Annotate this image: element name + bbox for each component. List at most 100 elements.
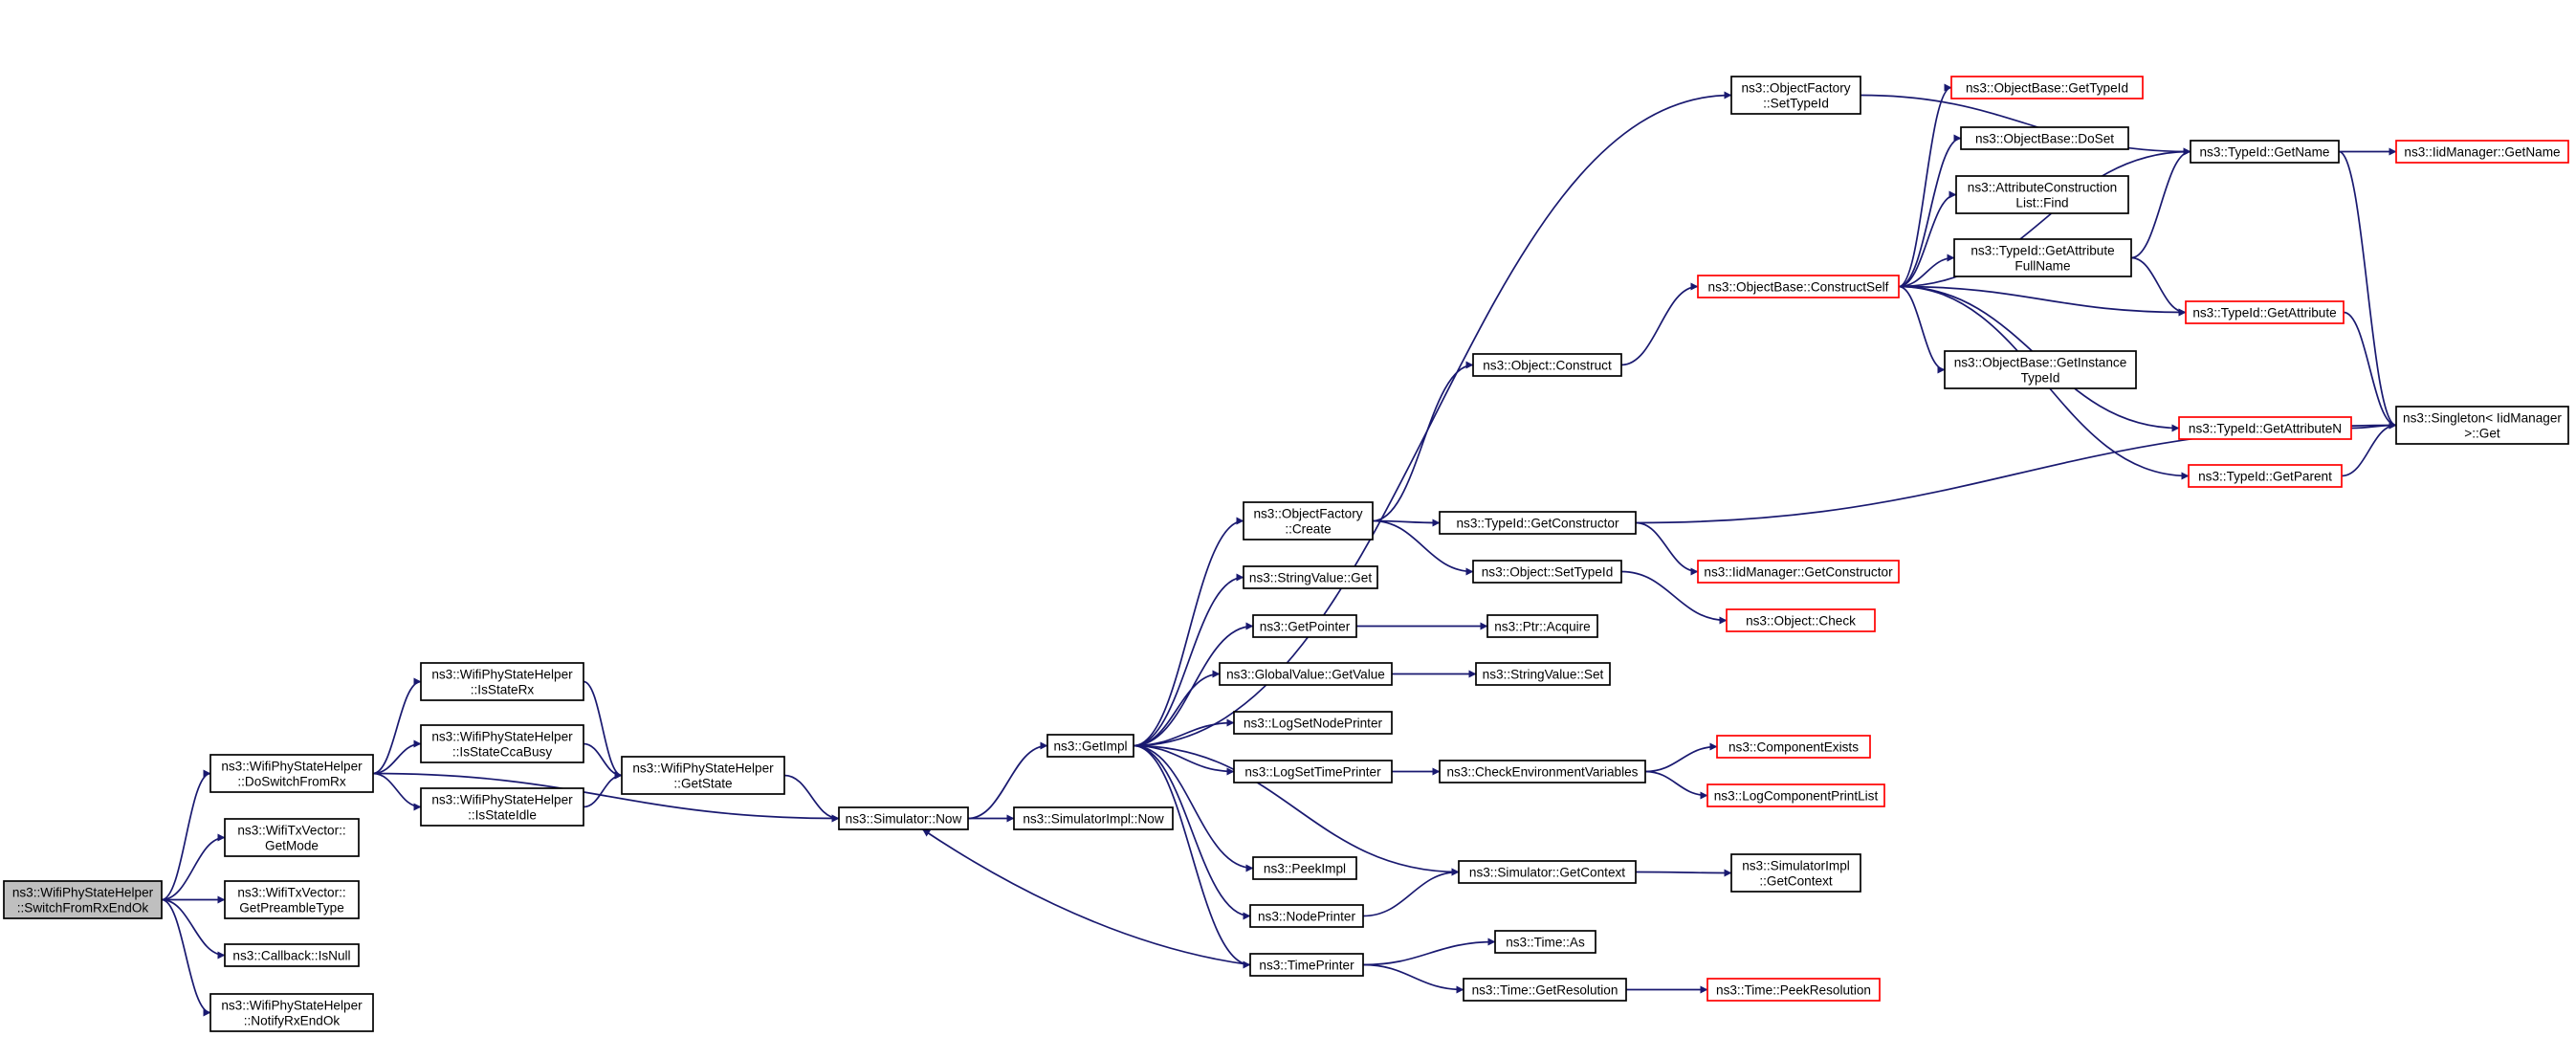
node-box xyxy=(1458,860,1637,884)
edge-arrow xyxy=(2343,311,2397,430)
edge-arrow xyxy=(1133,517,1244,747)
node-objSetTypeId[interactable]: ns3::Object::SetTypeId xyxy=(1472,560,1622,584)
node-obGetTypeId[interactable]: ns3::ObjectBase::GetTypeId xyxy=(1950,76,2144,99)
edge-arrow xyxy=(583,771,623,808)
node-tidGetAttrN[interactable]: ns3::TypeId::GetAttributeN xyxy=(2178,416,2352,440)
edge-getImpl-to-timePrinter xyxy=(1133,744,1251,969)
node-timeAs[interactable]: ns3::Time::As xyxy=(1494,930,1596,954)
node-logSetNode[interactable]: ns3::LogSetNodePrinter xyxy=(1233,711,1393,735)
node-checkEnv[interactable]: ns3::CheckEnvironmentVariables xyxy=(1439,760,1646,783)
node-tidGetAttr[interactable]: ns3::TypeId::GetAttribute xyxy=(2185,300,2345,324)
node-strValGet[interactable]: ns3::StringValue::Get xyxy=(1243,565,1378,589)
edge-arrow xyxy=(1644,770,1708,800)
node-box xyxy=(1233,760,1393,783)
node-logCompPrint[interactable]: ns3::LogComponentPrintList xyxy=(1706,783,1885,807)
edge-arrow xyxy=(1898,134,1962,288)
edge-ofCreate-to-objConstruct xyxy=(1372,361,1474,522)
node-iidGetCtor[interactable]: ns3::IidManager::GetConstructor xyxy=(1697,560,1900,584)
node-label: ns3::Singleton< IidManager xyxy=(2403,411,2562,426)
node-timePeekRes[interactable]: ns3::Time::PeekResolution xyxy=(1706,978,1881,1002)
node-notifyRx[interactable]: ns3::WifiPhyStateHelper::NotifyRxEndOk xyxy=(209,993,374,1032)
node-simNow[interactable]: ns3::Simulator::Now xyxy=(838,806,969,830)
node-getImpl[interactable]: ns3::GetImpl xyxy=(1046,734,1134,758)
node-box xyxy=(1944,350,2137,389)
edge-arrow xyxy=(161,898,226,960)
node-doSwitch[interactable]: ns3::WifiPhyStateHelper::DoSwitchFromRx xyxy=(209,754,374,793)
node-obDoSet[interactable]: ns3::ObjectBase::DoSet xyxy=(1960,126,2129,150)
edge-arrow xyxy=(2130,147,2191,259)
node-box xyxy=(1439,760,1646,783)
edge-getImpl-to-simGetCtx xyxy=(1133,744,1460,876)
node-box xyxy=(2190,140,2340,164)
node-label: ns3::LogComponentPrintList xyxy=(1714,789,1879,804)
node-logSetTime[interactable]: ns3::LogSetTimePrinter xyxy=(1233,760,1393,783)
node-singletonGet[interactable]: ns3::Singleton< IidManager >::Get xyxy=(2395,406,2569,445)
node-label: ns3::Simulator::GetContext xyxy=(1469,866,1625,880)
node-ptrAcquire[interactable]: ns3::Ptr::Acquire xyxy=(1486,614,1598,638)
node-isStateCca[interactable]: ns3::WifiPhyStateHelper::IsStateCcaBusy xyxy=(420,724,584,763)
node-compExists[interactable]: ns3::ComponentExists xyxy=(1716,735,1871,759)
node-label: ::Create xyxy=(1285,522,1331,537)
node-timeGetRes[interactable]: ns3::Time::GetResolution xyxy=(1463,978,1627,1002)
node-box xyxy=(1955,175,2129,214)
edge-ofSetTypeId-to-tidGetName xyxy=(1860,94,2191,156)
node-obConstructSelf[interactable]: ns3::ObjectBase::ConstructSelf xyxy=(1697,275,1900,298)
edge-arrow xyxy=(161,898,211,1017)
node-label: ns3::TypeId::GetAttribute xyxy=(2192,306,2336,320)
edge-arrow xyxy=(1898,285,2187,317)
edge-isStateIdle-to-getState xyxy=(583,771,623,808)
node-getState[interactable]: ns3::WifiPhyStateHelper::GetState xyxy=(621,756,785,795)
edge-doSwitch-to-isStateRx xyxy=(372,677,422,775)
edge-objConstruct-to-obConstructSelf xyxy=(1620,282,1699,366)
node-objCheck[interactable]: ns3::Object::Check xyxy=(1726,608,1876,632)
edge-arrow xyxy=(1898,190,1957,288)
edge-arrow xyxy=(2338,150,2397,430)
node-label: ns3::WifiPhyStateHelper xyxy=(221,760,363,774)
node-label: ns3::IidManager::GetConstructor xyxy=(1704,565,1893,580)
node-isStateIdle[interactable]: ns3::WifiPhyStateHelper::IsStateIdle xyxy=(420,787,584,827)
edge-arrow xyxy=(1362,963,1464,994)
node-ofSetTypeId[interactable]: ns3::ObjectFactory::SetTypeId xyxy=(1730,76,1861,115)
node-label: ns3::ObjectFactory xyxy=(1741,81,1850,96)
node-root[interactable]: ns3::WifiPhyStateHelper::SwitchFromRxEnd… xyxy=(3,880,163,919)
node-label: FullName xyxy=(2015,259,2070,274)
node-tidGetParent[interactable]: ns3::TypeId::GetParent xyxy=(2188,464,2343,488)
node-isStateRx[interactable]: ns3::WifiPhyStateHelper::IsStateRx xyxy=(420,662,584,701)
edge-obConstructSelf-to-tidGetName xyxy=(1898,147,2191,288)
edge-arrow xyxy=(1372,519,1474,576)
node-simGetCtx[interactable]: ns3::Simulator::GetContext xyxy=(1458,860,1637,884)
node-peekImpl[interactable]: ns3::PeekImpl xyxy=(1252,856,1357,880)
edge-arrow xyxy=(2130,256,2187,317)
node-strValSet[interactable]: ns3::StringValue::Set xyxy=(1475,662,1611,686)
edges-layer xyxy=(161,83,2397,1017)
node-tidGetCtor[interactable]: ns3::TypeId::GetConstructor xyxy=(1439,511,1637,535)
node-simImplGetCtx[interactable]: ns3::SimulatorImpl::GetContext xyxy=(1730,853,1861,893)
edge-getState-to-simNow xyxy=(783,774,840,823)
node-objConstruct[interactable]: ns3::Object::Construct xyxy=(1472,353,1622,377)
node-iidGetName[interactable]: ns3::IidManager::GetName xyxy=(2395,140,2569,164)
node-label: ns3::Time::GetResolution xyxy=(1472,983,1618,998)
node-getPointer[interactable]: ns3::GetPointer xyxy=(1252,614,1357,638)
node-getMode[interactable]: ns3::WifiTxVector::GetMode xyxy=(224,818,360,857)
node-gvGetValue[interactable]: ns3::GlobalValue::GetValue xyxy=(1219,662,1393,686)
node-simImplNow[interactable]: ns3::SimulatorImpl::Now xyxy=(1013,806,1174,830)
node-label: ns3::LogSetNodePrinter xyxy=(1244,717,1383,731)
node-label: ns3::PeekImpl xyxy=(1264,862,1346,876)
edge-arrow xyxy=(1635,521,1699,576)
node-label: ns3::TimePrinter xyxy=(1259,959,1354,973)
node-label: ::SwitchFromRxEndOk xyxy=(17,901,149,916)
node-label: ::SetTypeId xyxy=(1763,97,1829,111)
node-getPreamble[interactable]: ns3::WifiTxVector::GetPreambleType xyxy=(224,880,360,919)
edge-isStateRx-to-getState xyxy=(583,680,623,780)
node-isNull[interactable]: ns3::Callback::IsNull xyxy=(224,943,360,967)
node-tidGetName[interactable]: ns3::TypeId::GetName xyxy=(2190,140,2340,164)
node-timePrinter[interactable]: ns3::TimePrinter xyxy=(1249,953,1364,977)
edge-checkEnv-to-logCompPrint xyxy=(1644,770,1708,800)
node-box xyxy=(1697,275,1900,298)
node-label: ns3::WifiPhyStateHelper xyxy=(221,999,363,1013)
node-ofCreate[interactable]: ns3::ObjectFactory::Create xyxy=(1243,501,1374,541)
node-nodePrinter[interactable]: ns3::NodePrinter xyxy=(1249,904,1364,928)
